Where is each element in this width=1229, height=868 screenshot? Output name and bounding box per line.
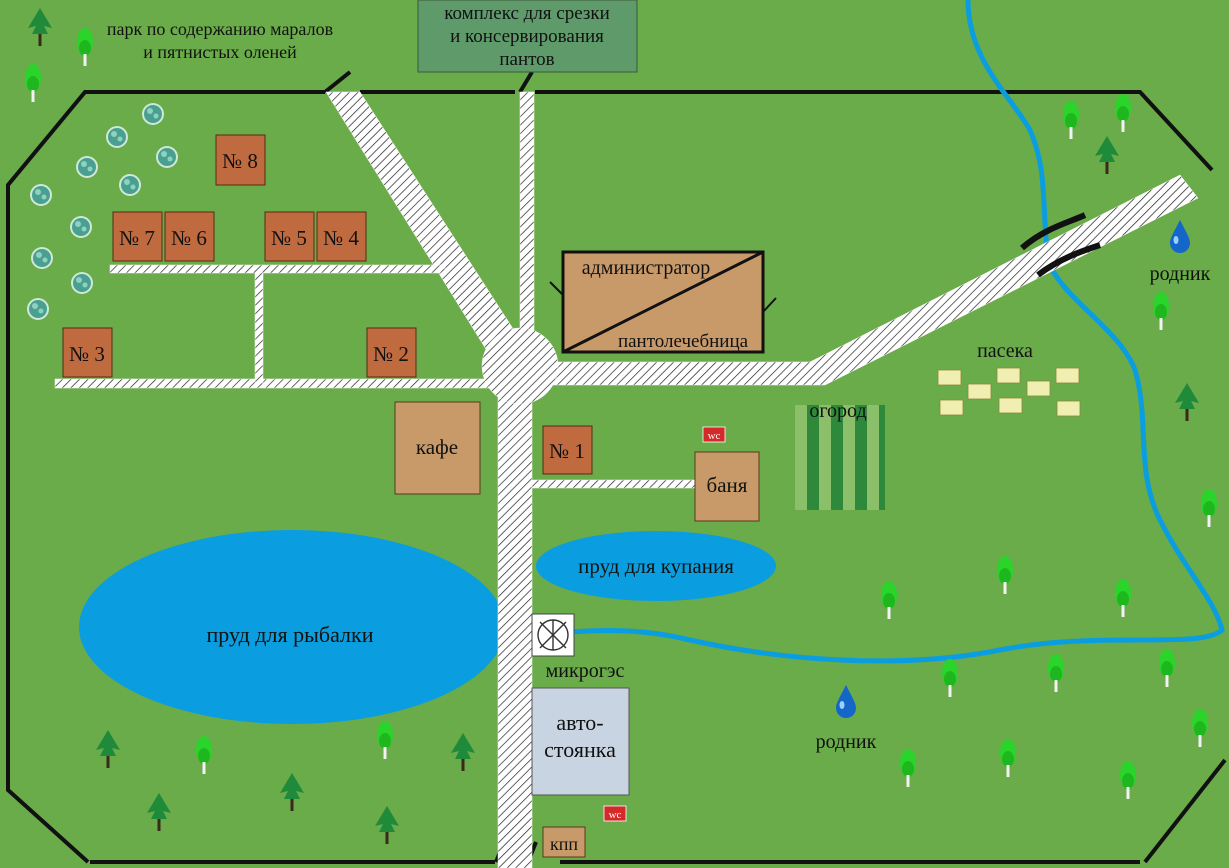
fish-pond-label: пруд для рыбалки <box>207 622 374 647</box>
bathhouse <box>694 451 760 522</box>
deer-park-label-2: и пятнистых оленей <box>143 42 297 62</box>
wc-lower: wc <box>603 805 627 822</box>
cabin-2: № 2 <box>366 327 417 378</box>
antler-complex-label-2: и консервирования <box>450 26 604 47</box>
road-west-upper <box>109 264 446 274</box>
parking-label-2: стоянка <box>544 737 616 762</box>
vegetable-garden <box>795 405 885 510</box>
micro-hpp <box>531 613 575 657</box>
svg-text:№ 8: № 8 <box>222 149 258 173</box>
wc-upper: wc <box>702 426 726 443</box>
cabin-1: № 1 <box>542 425 593 475</box>
spring-icon <box>1170 220 1190 253</box>
cabin-3: № 3 <box>62 327 113 378</box>
admin-building <box>549 250 777 354</box>
road-bath <box>531 479 698 489</box>
cafe <box>394 401 481 495</box>
cafe-label: кафе <box>416 435 458 459</box>
antler-complex-label-1: комплекс для срезки <box>444 3 610 24</box>
fence <box>6 90 1227 864</box>
swim-pond-label: пруд для купания <box>578 554 734 578</box>
micro-hpp-label: микрогэс <box>546 660 625 682</box>
svg-text:№ 1: № 1 <box>549 439 585 463</box>
bathhouse-label: баня <box>707 473 748 497</box>
deer-park-label-1: парк по содержанию маралов <box>107 19 333 39</box>
gate-left-post <box>323 70 352 94</box>
cabin-6: № 6 <box>164 211 215 262</box>
pantotherapy-label: пантолечебница <box>618 331 749 352</box>
road-south <box>497 379 533 868</box>
roundabout <box>481 327 559 405</box>
svg-text:№ 4: № 4 <box>323 226 359 250</box>
swim-pond <box>536 531 776 601</box>
antler-complex-label-3: пантов <box>499 49 554 70</box>
stream <box>569 0 1225 664</box>
garden-label: огород <box>809 400 866 422</box>
spring-icon <box>836 685 856 718</box>
roads <box>54 91 1199 868</box>
bridge <box>1020 212 1101 278</box>
svg-text:№ 2: № 2 <box>373 342 409 366</box>
beehives <box>937 367 1081 417</box>
antler-complex <box>417 0 638 73</box>
svg-text:№ 5: № 5 <box>271 226 307 250</box>
cabin-7: № 7 <box>112 211 163 262</box>
gate-right-post <box>518 70 534 94</box>
road-north <box>519 91 535 363</box>
checkpoint-label: кпп <box>550 834 578 854</box>
parking-label-1: авто- <box>556 710 603 735</box>
road-link <box>254 272 264 384</box>
cabin-5: № 5 <box>264 211 315 262</box>
svg-text:№ 6: № 6 <box>171 226 207 250</box>
checkpoint <box>542 826 586 858</box>
svg-text:wc: wc <box>609 809 622 821</box>
parking <box>531 687 630 796</box>
spring-label-south: родник <box>816 731 877 753</box>
svg-text:№ 3: № 3 <box>69 342 105 366</box>
svg-text:wc: wc <box>708 430 721 442</box>
admin-label: администратор <box>582 257 711 279</box>
cabin-4: № 4 <box>316 211 367 262</box>
cabin-8: № 8 <box>215 134 266 186</box>
fish-pond <box>79 530 505 724</box>
apiary-label: пасека <box>977 340 1033 362</box>
road-west-lower <box>54 378 491 389</box>
spring-label-east: родник <box>1150 263 1211 285</box>
svg-text:№ 7: № 7 <box>119 226 155 250</box>
